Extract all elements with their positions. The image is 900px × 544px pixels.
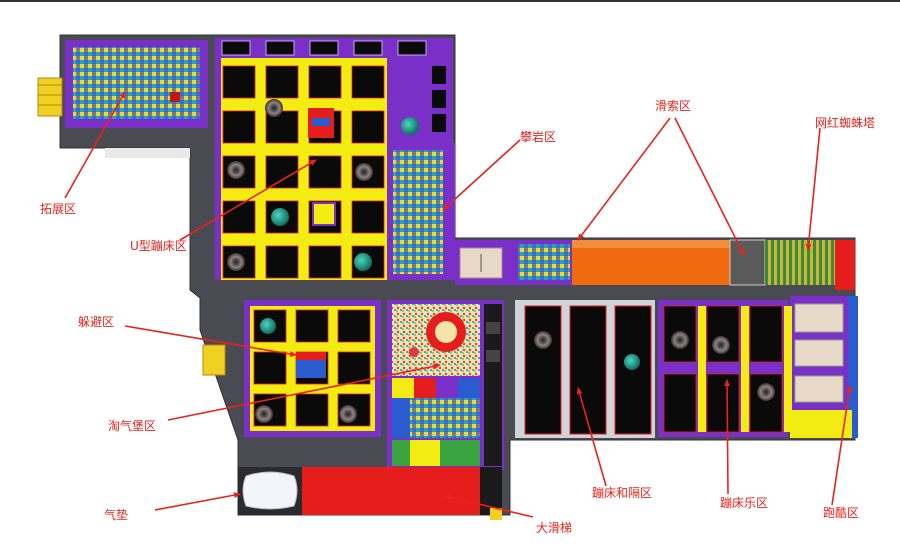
center-cross — [312, 202, 336, 226]
u-pit — [222, 65, 256, 99]
rock-climb-zone — [387, 143, 455, 280]
annotation-arrow — [64, 91, 126, 199]
extension-zone — [37, 40, 208, 128]
ring-obstacle — [265, 99, 283, 117]
label-parkour-zone: 跑酷区 — [823, 506, 860, 520]
side-pit — [432, 114, 446, 132]
ring-obstacle — [339, 405, 357, 423]
ring-obstacle — [355, 163, 373, 181]
center-block-inner — [312, 118, 330, 126]
u-pit — [265, 65, 299, 99]
label-airbag: 气垫 — [104, 508, 129, 522]
teal-ball — [260, 318, 276, 334]
long-trampoline — [524, 305, 562, 435]
fun-pit — [663, 373, 697, 433]
label-rock-climb-zone: 攀岩区 — [520, 130, 557, 144]
big-slide-zone — [302, 467, 502, 520]
annotation-arrow — [442, 139, 521, 211]
corridor — [455, 239, 855, 290]
dodge-center-top — [296, 352, 326, 360]
annotation-arrow — [124, 325, 297, 357]
ring-obstacle — [671, 331, 689, 349]
u-pit — [351, 200, 385, 234]
annotation-arrow — [674, 117, 745, 256]
u-pit — [265, 245, 299, 279]
u-pit — [351, 65, 385, 99]
top-pit — [397, 40, 427, 56]
annotation-arrow — [167, 363, 441, 421]
annotation-arrow — [831, 385, 853, 506]
fun-pit — [749, 373, 783, 433]
u-pit — [222, 110, 256, 144]
dodge-pit — [253, 351, 287, 385]
top-pit — [309, 40, 339, 56]
label-trampoline-gap-zone: 蹦床和隔区 — [592, 486, 653, 500]
top-pit — [265, 40, 295, 56]
dodge-pit — [337, 351, 371, 385]
label-spider-tower: 网红蜘蛛塔 — [815, 116, 876, 130]
ring-obstacle — [227, 253, 245, 271]
top-pit — [221, 40, 251, 56]
u-pit — [222, 200, 256, 234]
long-trampoline — [569, 305, 607, 435]
u-pit — [308, 65, 342, 99]
label-extension-zone: 拓展区 — [40, 202, 77, 216]
dodge-pit — [295, 309, 329, 343]
long-trampoline — [614, 305, 652, 435]
parkour-zone — [790, 296, 858, 438]
ring-obstacle — [255, 405, 273, 423]
annotation-arrow — [444, 494, 534, 518]
side-pit — [432, 90, 446, 108]
ring-obstacle — [712, 336, 730, 354]
annotation-arrow — [724, 379, 731, 495]
u-pit — [308, 245, 342, 279]
label-u-trampoline-zone: U型蹦床区 — [130, 239, 187, 253]
fun-divider — [784, 306, 792, 432]
teal-ball — [354, 253, 372, 271]
fun-pit — [749, 305, 783, 363]
annotation-arrow — [154, 492, 241, 511]
ring-obstacle — [757, 383, 775, 401]
label-dodgeball-zone: 躲避区 — [78, 315, 115, 329]
label-bounce-fun-zone: 蹦床乐区 — [720, 496, 769, 510]
dodge-pit — [295, 393, 329, 427]
annotation-arrow — [179, 159, 317, 241]
u-pit — [351, 110, 385, 144]
teal-ball — [271, 208, 289, 226]
side-pit — [432, 66, 446, 84]
ring-obstacle — [227, 161, 245, 179]
annotation-arrow — [805, 127, 821, 251]
teal-ball — [624, 354, 640, 370]
top-pit — [353, 40, 383, 56]
label-big-slide: 大滑梯 — [536, 521, 573, 535]
inflatable-zone — [387, 300, 504, 470]
dodge-pit — [337, 309, 371, 343]
teal-ball — [401, 117, 419, 135]
airbag-zone — [238, 467, 302, 515]
entry-strip — [105, 148, 190, 158]
fun-divider — [741, 306, 749, 432]
annotation-arrows — [64, 91, 853, 518]
u-pit — [265, 155, 299, 189]
annotation-arrow — [576, 387, 607, 487]
label-inflatable-zone: 淘气堡区 — [108, 419, 157, 433]
ring-obstacle — [534, 331, 552, 349]
fun-pit — [706, 373, 740, 433]
label-slide-rope-zone: 滑索区 — [655, 99, 692, 113]
annotation-arrow — [577, 117, 671, 241]
fun-divider — [698, 306, 706, 432]
